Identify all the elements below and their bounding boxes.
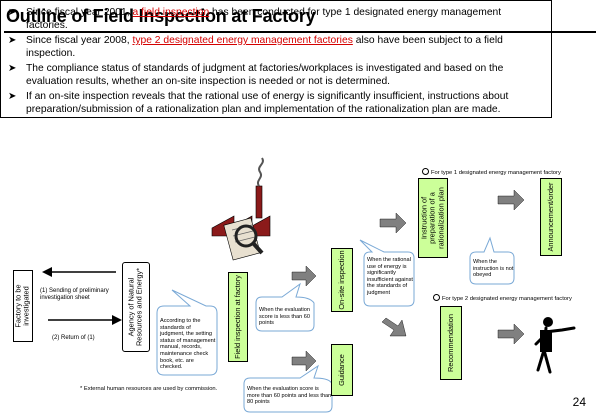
bullet-2-highlight: type 2 designated energy management fact… xyxy=(132,35,353,46)
bullet-arrow-icon: ➤ xyxy=(8,91,17,102)
circle-icon xyxy=(422,168,429,175)
legend-type1-text: For type 1 designated energy management … xyxy=(431,170,561,176)
legend-type1: For type 1 designated energy management … xyxy=(422,168,561,176)
bullet-4: ➤ If an on-site inspection reveals that … xyxy=(8,90,544,116)
bullet-arrow-icon: ➤ xyxy=(8,35,17,46)
arrow-to-announcement xyxy=(497,189,525,211)
announcement-label: Announcement/order xyxy=(545,182,555,252)
instruction-label: Instruction of preparation of a rational… xyxy=(419,187,446,249)
callout-bubbles xyxy=(156,236,515,413)
bullet-2-text-end: also have been subject to a field inspec… xyxy=(26,35,503,59)
circle-icon xyxy=(433,294,440,301)
callout-not-obeyed: When the instruction is not obeyed xyxy=(473,259,514,279)
arrow-to-recommendation xyxy=(381,317,407,337)
agency-box: Agency of Natural Resources and Energy* xyxy=(122,262,150,352)
onsite-inspection-label: On-site inspection xyxy=(336,250,346,310)
page-title: Outline of Field Inspection at Factory xyxy=(6,6,316,26)
arrow-from-recommendation xyxy=(497,323,525,345)
page-number: 24 xyxy=(572,395,586,409)
callout-rational: When the rational use of energy is signi… xyxy=(367,257,413,296)
step-1-label: (1) Sending of preliminary investigation… xyxy=(40,288,109,301)
callout-60to80: When the evaluation score is more than 6… xyxy=(247,386,332,406)
title-divider xyxy=(4,31,596,33)
field-inspection-box: Field inspection at factory xyxy=(228,272,248,362)
field-inspection-label: Field inspection at factory xyxy=(232,275,242,359)
callout-not-obeyed-shape xyxy=(469,236,515,285)
footnote: * External human resources are used by c… xyxy=(80,386,218,392)
announcement-box: Announcement/order xyxy=(540,178,562,256)
callout-standards-shape xyxy=(156,289,218,376)
arrow-to-guidance xyxy=(291,350,317,372)
callout-rational-shape xyxy=(359,239,415,307)
agency-box-label: Agency of Natural Resources and Energy* xyxy=(126,267,144,347)
recommendation-label: Recommendation xyxy=(445,314,455,372)
bullet-1: ➤ Since fiscal year 2001, a field inspec… xyxy=(8,6,544,32)
bullet-1-text: Since fiscal year 2001, xyxy=(26,7,133,18)
bullet-2-text: Since fiscal year 2008, xyxy=(26,35,133,46)
pointing-person-icon xyxy=(534,317,576,374)
factory-box-label: Factory to be investigated xyxy=(13,284,31,328)
bullet-arrow-icon: ➤ xyxy=(8,63,17,74)
guidance-label: Guidance xyxy=(336,354,346,386)
guidance-box: Guidance xyxy=(331,344,353,396)
bullet-1-text-end: has been conducted for type 1 designated… xyxy=(26,7,502,31)
bullet-3: ➤ The compliance status of standards of … xyxy=(8,62,544,88)
onsite-inspection-box: On-site inspection xyxy=(331,248,353,312)
legend-type2: For type 2 designated energy management … xyxy=(433,294,572,302)
callout-less60: When the evaluation score is less than 6… xyxy=(259,307,310,327)
summary-bullet-box: ➤ Since fiscal year 2001, a field inspec… xyxy=(0,0,552,118)
flow-arrows xyxy=(291,189,525,372)
magnifier-document-icon xyxy=(223,217,264,261)
arrow-to-instruction xyxy=(379,212,407,234)
callout-standards: According to the standards of judgment, … xyxy=(160,318,216,371)
legend-type2-text: For type 2 designated energy management … xyxy=(442,296,572,302)
exchange-arrows xyxy=(42,267,122,325)
bullet-arrow-icon: ➤ xyxy=(8,7,17,18)
bullet-4-text: If an on-site inspection reveals that th… xyxy=(26,91,509,115)
bullet-3-text: The compliance status of standards of ju… xyxy=(26,63,504,87)
arrow-to-onsite xyxy=(291,265,317,287)
factory-box: Factory to be investigated xyxy=(13,270,33,342)
bullet-1-highlight: a field inspection xyxy=(132,7,210,18)
instruction-box: Instruction of preparation of a rational… xyxy=(418,178,448,258)
callout-less60-shape xyxy=(255,282,315,332)
recommendation-box: Recommendation xyxy=(440,306,462,380)
step-2-label: (2) Return of (1) xyxy=(52,335,95,341)
bullet-2: ➤ Since fiscal year 2008, type 2 designa… xyxy=(8,34,544,60)
